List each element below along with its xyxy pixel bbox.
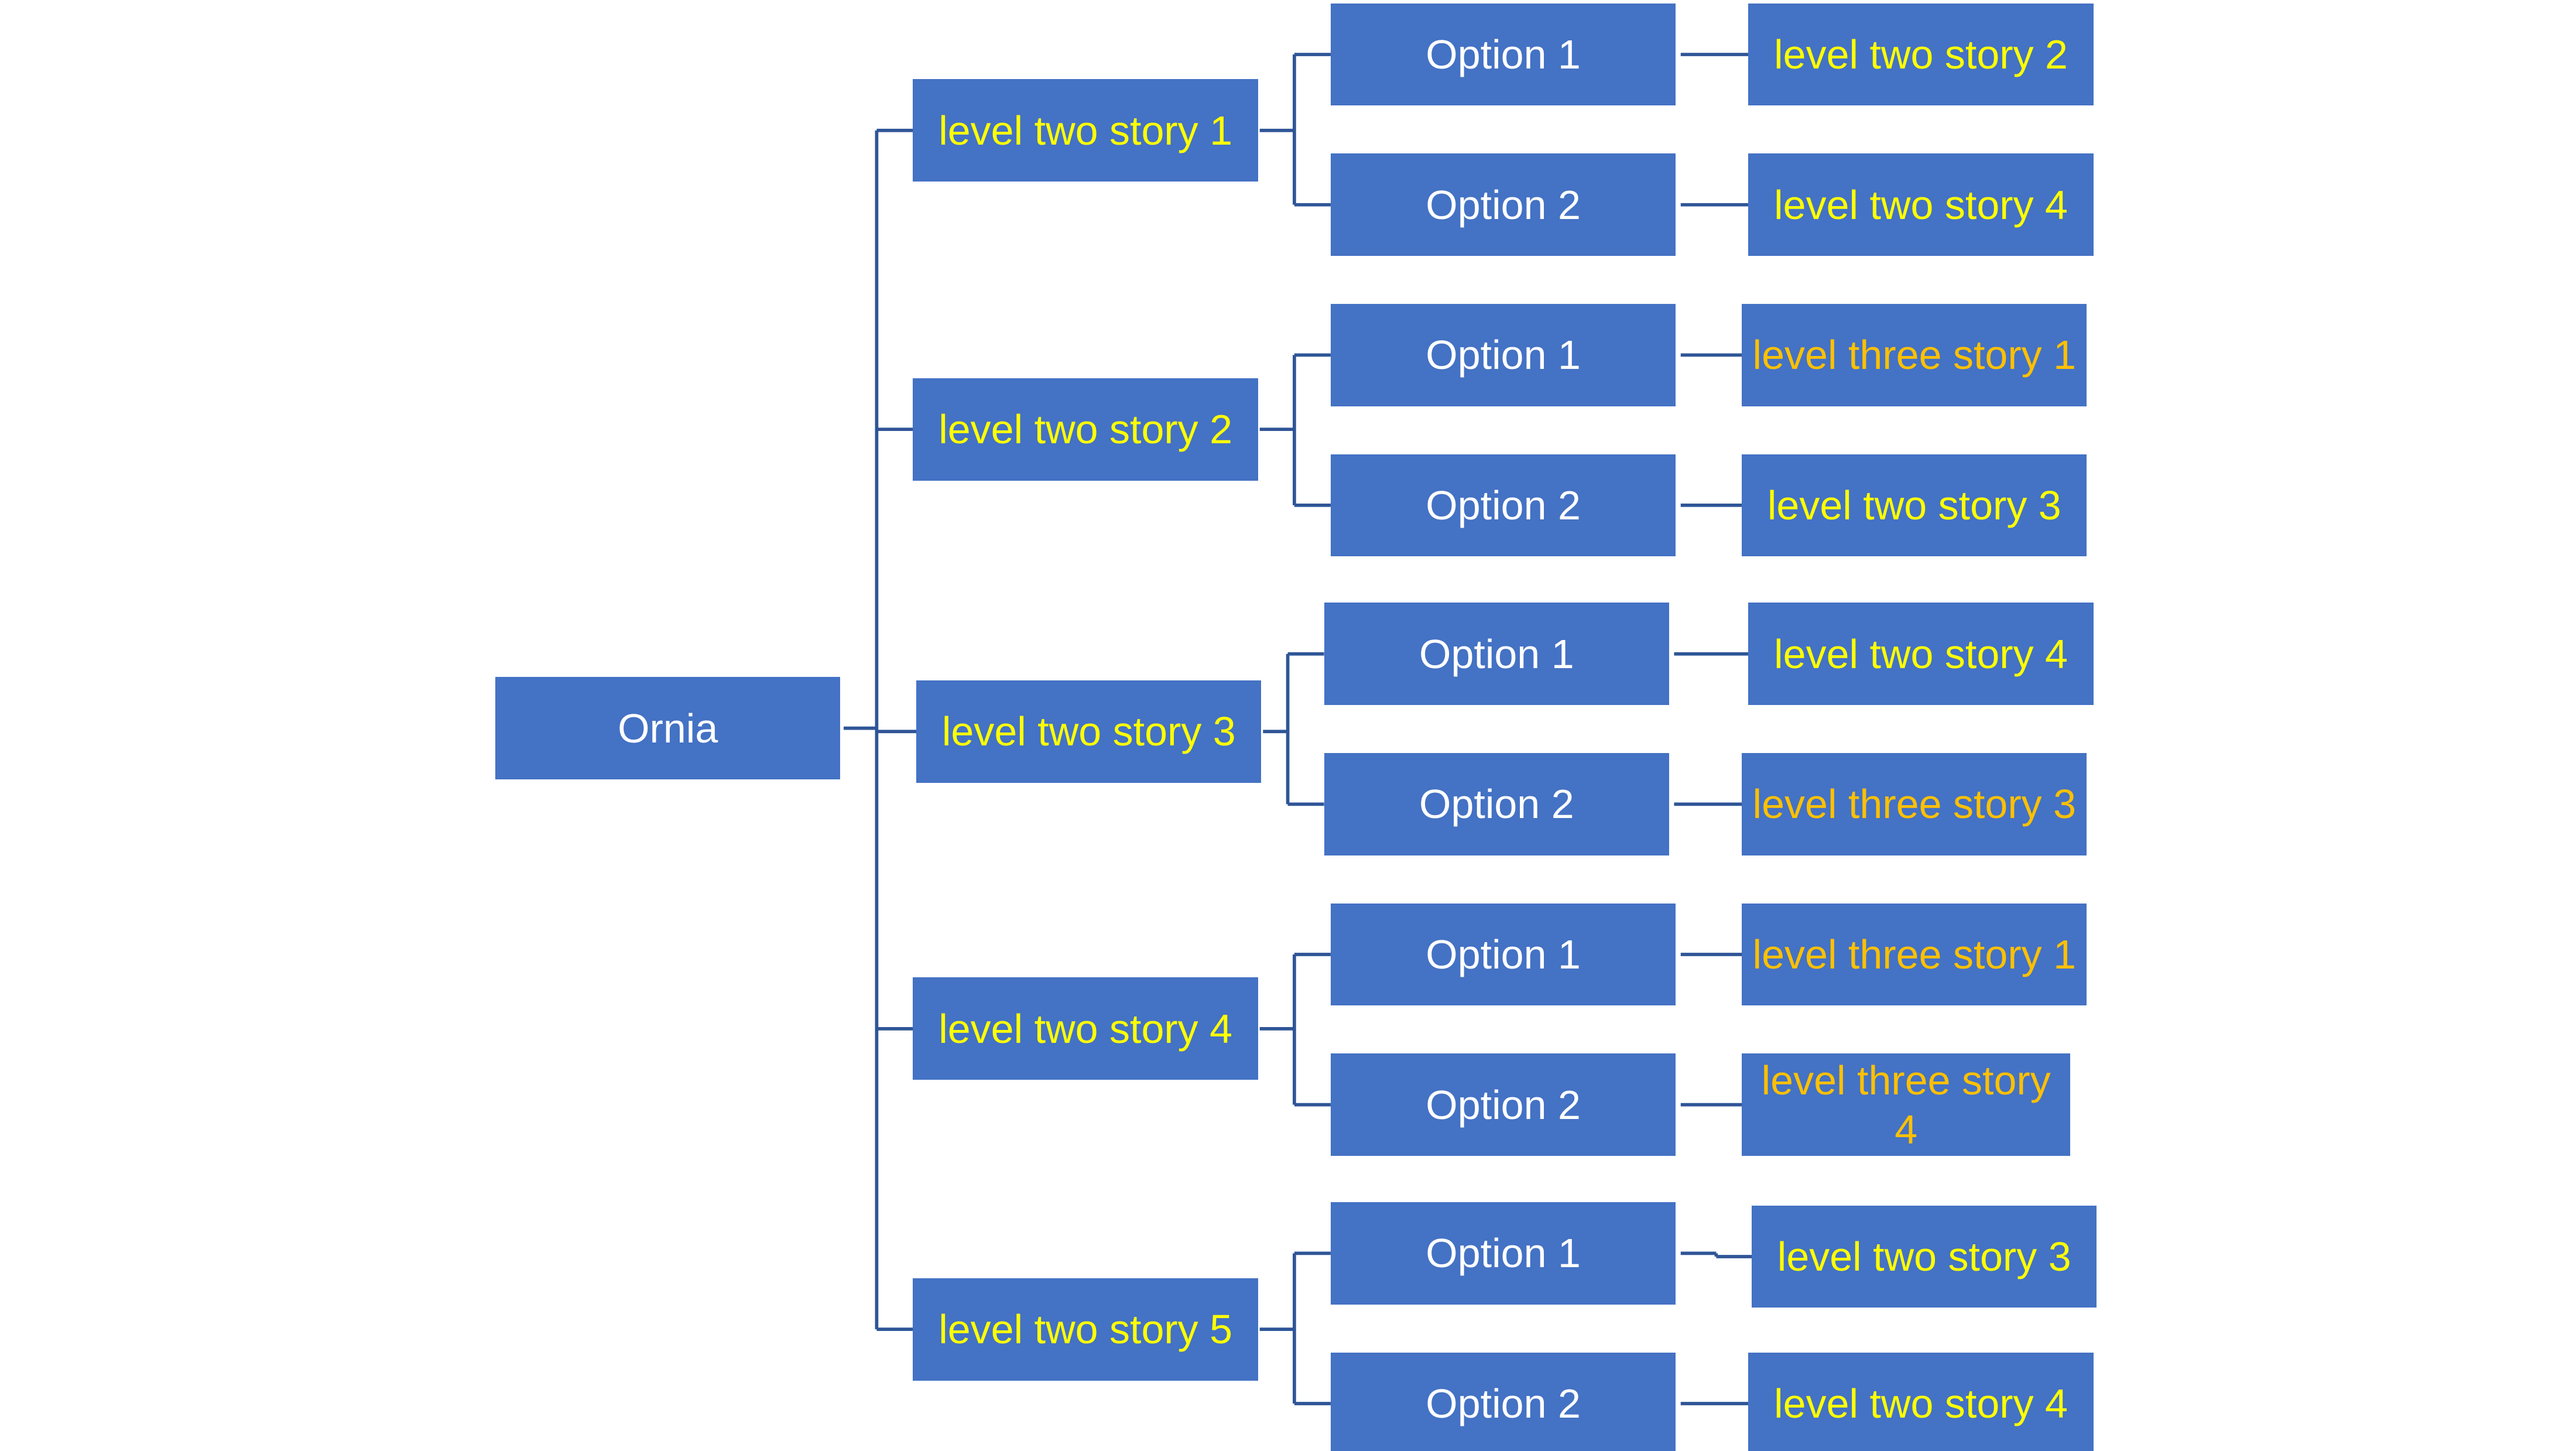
branch-node-4: level two story 4 xyxy=(913,977,1258,1080)
option-node-5-2: Option 2 xyxy=(1330,1352,1676,1451)
branch-node-2: level two story 2 xyxy=(913,378,1258,481)
branch-node-3: level two story 3 xyxy=(916,680,1262,783)
option-node-2-1: Option 1 xyxy=(1330,303,1676,406)
outcome-node-4-2: level three story 4 xyxy=(1742,1053,2071,1156)
option-node-4-2: Option 2 xyxy=(1330,1053,1676,1156)
option-node-3-2: Option 2 xyxy=(1324,752,1669,855)
option-node-1-2: Option 2 xyxy=(1330,153,1676,256)
root-node: Ornia xyxy=(495,677,841,780)
option-node-2-2: Option 2 xyxy=(1330,454,1676,557)
outcome-node-2-1: level three story 1 xyxy=(1742,303,2087,406)
option-node-5-1: Option 1 xyxy=(1330,1202,1676,1305)
option-node-1-1: Option 1 xyxy=(1330,3,1676,106)
outcome-node-1-1: level two story 2 xyxy=(1748,3,2094,106)
outcome-node-4-1: level three story 1 xyxy=(1742,903,2087,1006)
outcome-node-5-2: level two story 4 xyxy=(1748,1352,2094,1451)
outcome-node-1-2: level two story 4 xyxy=(1748,153,2094,256)
outcome-node-3-2: level three story 3 xyxy=(1742,752,2087,855)
option-node-3-1: Option 1 xyxy=(1324,603,1669,706)
option-node-4-1: Option 1 xyxy=(1330,903,1676,1006)
outcome-node-3-1: level two story 4 xyxy=(1748,603,2094,706)
branch-node-5: level two story 5 xyxy=(913,1278,1258,1381)
branch-node-1: level two story 1 xyxy=(913,79,1258,182)
outcome-node-5-1: level two story 3 xyxy=(1752,1205,2097,1308)
outcome-node-2-2: level two story 3 xyxy=(1742,454,2087,557)
